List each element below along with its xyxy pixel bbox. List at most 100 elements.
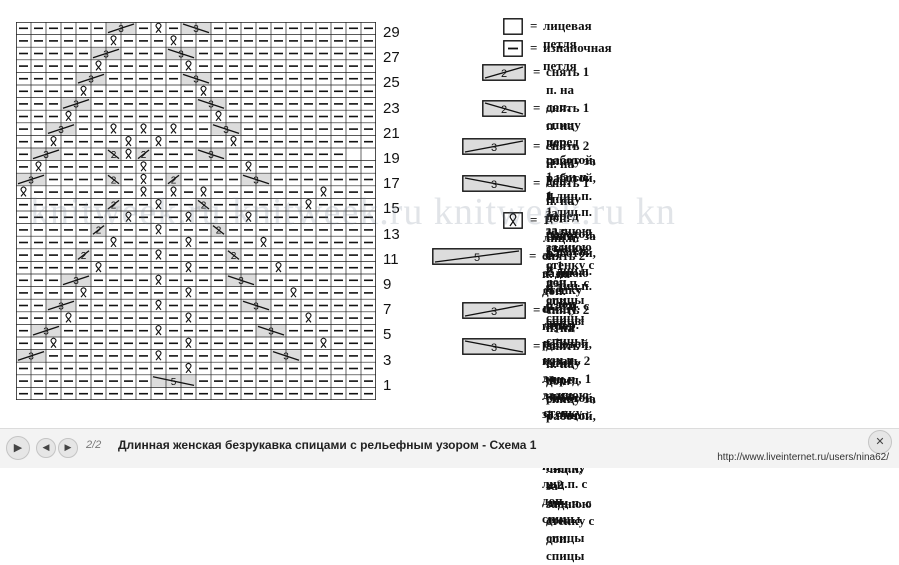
knit-symbol-icon bbox=[503, 18, 523, 35]
twist-stitch-mark bbox=[155, 299, 162, 311]
c5-symbol-icon: 5 bbox=[432, 248, 522, 265]
viewer-bar: ▶ ◀ ▶ 2/2 Длинная женская безрукавка спи… bbox=[0, 428, 899, 468]
twist-stitch-mark bbox=[290, 287, 297, 298]
twist-stitch-mark bbox=[50, 337, 57, 348]
prev-icon[interactable]: ◀ bbox=[36, 438, 56, 458]
twist-stitch-mark bbox=[185, 236, 192, 248]
cable-label: 2 bbox=[81, 251, 87, 262]
twist-stitch-mark bbox=[155, 136, 162, 147]
svg-text:2: 2 bbox=[501, 68, 507, 80]
chart-row bbox=[19, 110, 373, 122]
twist-stitch-mark bbox=[170, 186, 177, 197]
legend-text: снять 2 п. на доп. спицу перед работой, … bbox=[546, 138, 596, 328]
chart-row bbox=[19, 211, 373, 222]
chart-row: 5 bbox=[19, 375, 373, 388]
twist-stitch-mark bbox=[140, 173, 147, 185]
c3-right-symbol-icon: 3 bbox=[462, 175, 526, 192]
twist-stitch-mark bbox=[155, 350, 162, 361]
twist-stitch-mark bbox=[125, 148, 132, 159]
legend-equals: = bbox=[533, 100, 541, 115]
row-number: 15 bbox=[383, 200, 400, 218]
twist-stitch-mark bbox=[20, 186, 27, 197]
chart-row bbox=[19, 136, 373, 147]
chart-row bbox=[19, 362, 373, 374]
c2-right-symbol-icon: 2 bbox=[482, 100, 526, 117]
twist-stitch-mark bbox=[320, 186, 327, 197]
source-url[interactable]: http://www.liveinternet.ru/users/nina62/ bbox=[717, 452, 889, 463]
row-number: 29 bbox=[383, 24, 400, 41]
twist-stitch-mark bbox=[65, 110, 72, 122]
cable-slant bbox=[137, 149, 150, 160]
legend-text: снять 1 п. на доп. спицу за работой, 1 л… bbox=[546, 100, 596, 325]
cable-slant bbox=[197, 199, 210, 210]
legend-equals: = bbox=[533, 302, 541, 317]
next-icon[interactable]: ▶ bbox=[58, 438, 78, 458]
twist-stitch-mark bbox=[110, 35, 117, 46]
cable-slant bbox=[107, 149, 120, 160]
chart-row bbox=[19, 312, 373, 323]
c3-right-symbol-icon: 3 bbox=[462, 338, 526, 355]
close-icon[interactable]: ✕ bbox=[868, 430, 892, 454]
twist-stitch-mark bbox=[170, 123, 177, 134]
c3-left-symbol-icon: 3 bbox=[462, 302, 526, 319]
twist-stitch-mark bbox=[110, 123, 117, 134]
cable-label: 2 bbox=[111, 150, 117, 161]
chart-row bbox=[19, 85, 373, 96]
legend-equals: = bbox=[530, 40, 538, 55]
slide-counter: 2/2 bbox=[86, 439, 102, 451]
twist-stitch-mark bbox=[155, 249, 162, 260]
twist-stitch-mark bbox=[155, 224, 162, 235]
legend-text: лицевая петля bbox=[543, 18, 592, 51]
row-number: 5 bbox=[383, 326, 392, 344]
twist-stitch-mark bbox=[185, 362, 192, 374]
twist-stitch-mark bbox=[275, 262, 282, 273]
purl-symbol-icon bbox=[503, 40, 523, 57]
twist-stitch-mark bbox=[215, 110, 222, 122]
twist-stitch-mark bbox=[200, 85, 207, 96]
twist-stitch-mark bbox=[140, 186, 147, 197]
row-number: 11 bbox=[383, 250, 399, 268]
twist-stitch-mark bbox=[260, 236, 267, 248]
twist-stitch-mark bbox=[110, 236, 117, 248]
twist-stitch-mark bbox=[305, 199, 312, 210]
play-icon[interactable]: ▶ bbox=[6, 436, 30, 460]
cable-slant bbox=[212, 225, 225, 235]
svg-text:3: 3 bbox=[491, 306, 497, 318]
twist-stitch-mark bbox=[80, 287, 87, 298]
cable-label: 2 bbox=[111, 201, 117, 212]
twist-stitch-mark bbox=[140, 123, 147, 134]
knitting-chart: 333333333332233223222222333333335 bbox=[16, 22, 376, 400]
cable-label: 2 bbox=[201, 201, 207, 212]
row-number: 19 bbox=[383, 150, 400, 167]
twist-stitch-mark bbox=[125, 136, 132, 147]
cable-label: 2 bbox=[96, 226, 102, 237]
cable-slant bbox=[107, 174, 120, 185]
cable-label: 2 bbox=[216, 226, 222, 237]
legend-equals: = bbox=[530, 212, 538, 227]
chart-row bbox=[19, 161, 373, 172]
twist-stitch-mark bbox=[95, 60, 102, 71]
c3-left-symbol-icon: 3 bbox=[462, 138, 526, 155]
row-number: 3 bbox=[383, 351, 392, 369]
svg-text:3: 3 bbox=[491, 342, 497, 354]
twist-stitch-mark bbox=[155, 325, 162, 336]
c2-left-symbol-icon: 2 bbox=[482, 64, 526, 81]
cable-label: 2 bbox=[141, 150, 147, 161]
twist-stitch-mark bbox=[65, 312, 72, 323]
cable-label: 2 bbox=[171, 175, 177, 186]
twist-stitch-mark bbox=[35, 161, 42, 172]
cable-slant bbox=[167, 174, 180, 185]
cable-slant bbox=[152, 376, 195, 387]
legend-equals: = bbox=[533, 338, 541, 353]
twist-stitch-mark bbox=[245, 161, 252, 172]
cable-label: 5 bbox=[171, 377, 177, 388]
chart-row bbox=[20, 186, 373, 197]
row-number: 17 bbox=[383, 175, 400, 193]
twist-stitch-mark bbox=[185, 312, 192, 323]
row-number: 27 bbox=[383, 49, 400, 67]
row-number: 13 bbox=[383, 225, 400, 243]
twist-stitch-mark bbox=[50, 136, 57, 147]
twist-stitch-mark bbox=[125, 211, 132, 222]
twist-stitch-mark bbox=[320, 337, 327, 348]
